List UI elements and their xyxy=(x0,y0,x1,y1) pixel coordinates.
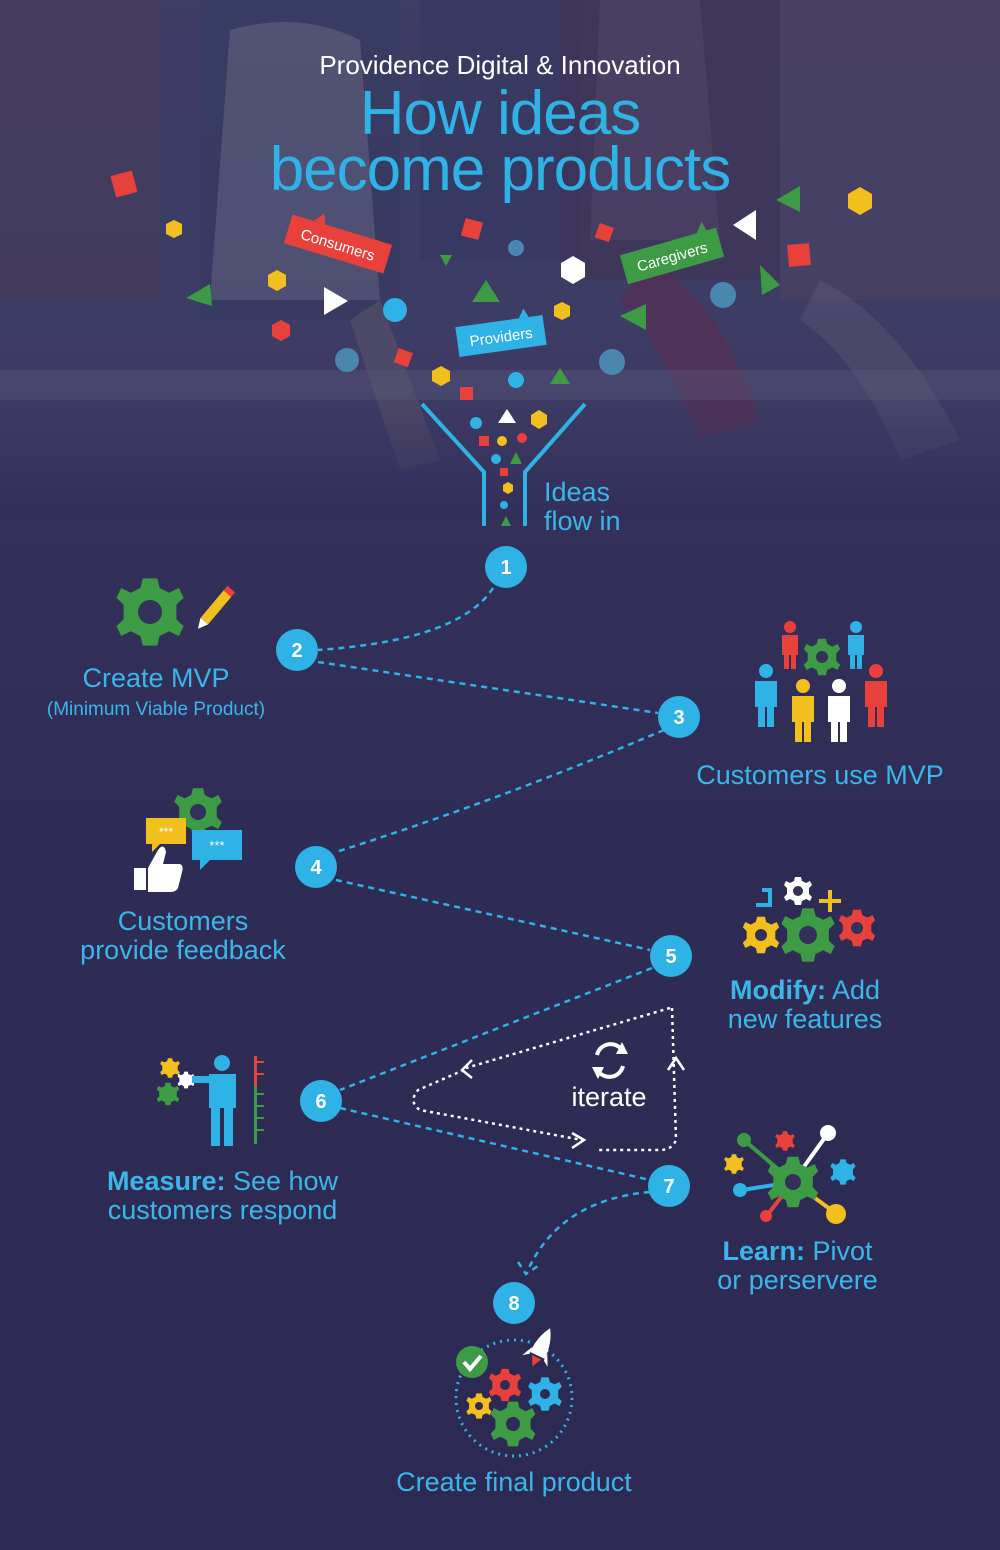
svg-text:6: 6 xyxy=(315,1091,326,1113)
step-3-label: Customers use MVP xyxy=(696,760,944,790)
step-7-badge: 7 xyxy=(648,1165,690,1207)
tag-caregivers: Caregivers xyxy=(619,221,725,285)
svg-text:8: 8 xyxy=(508,1293,519,1315)
step-5-bold: Modify: xyxy=(729,975,826,1005)
measure-icon xyxy=(156,1055,264,1146)
iterate-loop xyxy=(412,1006,678,1152)
step-2-label: Create MVP xyxy=(82,663,230,693)
ideas-flow-line-2: flow in xyxy=(544,506,621,536)
refresh-icon xyxy=(592,1042,628,1079)
step-6-rest: See how xyxy=(225,1166,339,1196)
step-5-rest: Add xyxy=(825,975,881,1005)
svg-text:7: 7 xyxy=(663,1176,674,1198)
page-title: How ideas become products xyxy=(0,79,1000,204)
step-2-sublabel: (Minimum Viable Product) xyxy=(46,699,266,720)
step-4-badge: 4 xyxy=(295,846,337,888)
step-6-badge: 6 xyxy=(300,1080,342,1122)
svg-text:4: 4 xyxy=(310,857,322,879)
step-8-badge: 8 xyxy=(493,1282,535,1324)
svg-text:2: 2 xyxy=(291,640,302,662)
title-line-2: become products xyxy=(269,135,732,204)
ideas-flow-line-1: Ideas xyxy=(544,477,611,507)
step-5-badge: 5 xyxy=(650,935,692,977)
step-connectors xyxy=(317,587,665,1276)
step-7-line-2: or perservere xyxy=(717,1265,878,1295)
step-7-rest: Pivot xyxy=(805,1236,873,1266)
final-product-icon xyxy=(454,1328,574,1458)
step-numbers: 1 2 3 4 5 6 7 8 xyxy=(276,546,700,1324)
iterate-arrowheads xyxy=(460,1055,686,1150)
step-4-label: Customers provide feedback xyxy=(40,907,326,965)
gears-plus-icon xyxy=(742,877,876,962)
svg-text:***: *** xyxy=(159,825,173,839)
iterate-label: iterate xyxy=(571,1082,646,1112)
step-3-badge: 3 xyxy=(658,696,700,738)
svg-text:5: 5 xyxy=(665,946,676,968)
step-4-line-1: Customers xyxy=(117,906,249,936)
svg-text:3: 3 xyxy=(673,707,684,729)
funnel-icon xyxy=(420,402,587,526)
step-6-label: Measure: See how customers respond xyxy=(70,1167,375,1225)
ideas-flow-label: Ideas flow in xyxy=(544,478,621,536)
network-gears-icon xyxy=(724,1125,856,1224)
confetti-shapes xyxy=(110,170,872,400)
step-6-line-2: customers respond xyxy=(107,1195,338,1225)
step-5-line-2: new features xyxy=(727,1004,883,1034)
svg-text:1: 1 xyxy=(500,557,511,579)
step-5-label: Modify: Add new features xyxy=(680,976,930,1034)
step-4-line-2: provide feedback xyxy=(80,935,286,965)
tag-providers: Providers xyxy=(455,308,547,357)
step-7-bold: Learn: xyxy=(722,1236,805,1266)
organization-name: Providence Digital & Innovation xyxy=(319,50,681,80)
step-7-label: Learn: Pivot or perservere xyxy=(680,1237,915,1295)
gear-pencil-icon xyxy=(116,578,236,646)
feedback-icon: *** *** xyxy=(134,788,242,892)
step-6-bold: Measure: xyxy=(106,1166,226,1196)
svg-text:***: *** xyxy=(209,838,224,853)
title-line-1: How ideas xyxy=(359,79,641,148)
step-1-badge: 1 xyxy=(485,546,527,588)
step-8-label: Create final product xyxy=(396,1467,632,1497)
tag-consumers: Consumers xyxy=(283,213,393,274)
people-group-icon xyxy=(755,621,887,742)
step-2-badge: 2 xyxy=(276,629,318,671)
background-photo xyxy=(0,0,1000,520)
